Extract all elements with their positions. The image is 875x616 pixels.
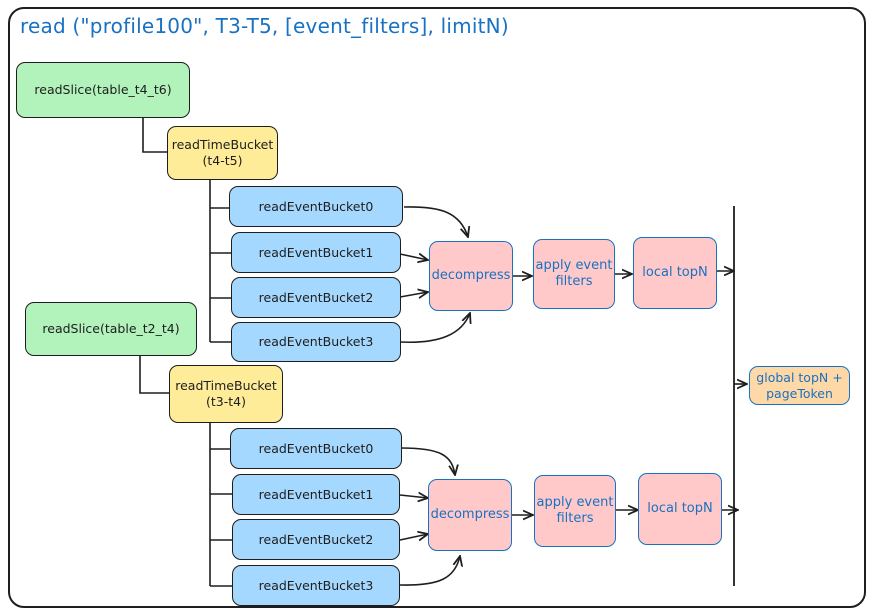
read-event-bucket3-bottom-node: readEventBucket3 bbox=[232, 565, 400, 606]
arrow-eb-b2-to-decompress bbox=[399, 534, 428, 540]
read-event-bucket2-bottom-node: readEventBucket2 bbox=[232, 519, 400, 560]
arrow-eb-a3-to-decompress bbox=[399, 313, 470, 344]
arrow-eb-a1-to-decompress bbox=[399, 254, 428, 260]
local-topn-top-node: local topN bbox=[633, 237, 717, 309]
read-event-bucket1-top-node: readEventBucket1 bbox=[231, 232, 401, 273]
arrow-eb-b0-to-decompress bbox=[400, 447, 455, 475]
apply-event-filters-bottom-node: apply event filters bbox=[534, 475, 616, 547]
read-event-bucket1-bottom-node: readEventBucket1 bbox=[232, 474, 400, 515]
outer-frame bbox=[8, 7, 866, 608]
connector-slice-a-to-timebucket-a bbox=[142, 118, 168, 153]
read-event-bucket2-top-node: readEventBucket2 bbox=[231, 277, 401, 318]
decompress-top-node: decompress bbox=[429, 241, 513, 311]
read-event-bucket3-top-node: readEventBucket3 bbox=[231, 322, 401, 362]
read-event-bucket0-top-node: readEventBucket0 bbox=[229, 186, 403, 227]
arrow-eb-a0-to-decompress bbox=[403, 206, 468, 237]
global-topn-pagetoken-node: global topN + pageToken bbox=[749, 366, 850, 405]
arrow-eb-b3-to-decompress bbox=[399, 556, 460, 586]
read-slice-t4-t6-node: readSlice(table_t4_t6) bbox=[16, 62, 190, 118]
read-event-bucket0-bottom-node: readEventBucket0 bbox=[230, 428, 402, 469]
local-topn-bottom-node: local topN bbox=[638, 473, 722, 545]
arrow-eb-a2-to-decompress bbox=[399, 292, 428, 297]
apply-event-filters-top-node: apply event filters bbox=[533, 239, 615, 309]
read-time-bucket-t3-t4-node: readTimeBucket (t3-t4) bbox=[169, 365, 283, 423]
arrow-eb-b1-to-decompress bbox=[399, 495, 428, 498]
decompress-bottom-node: decompress bbox=[428, 479, 512, 551]
read-slice-t2-t4-node: readSlice(table_t2_t4) bbox=[25, 302, 197, 356]
diagram-title: read ("profile100", T3-T5, [event_filter… bbox=[20, 14, 509, 38]
connector-slice-b-to-timebucket-b bbox=[139, 356, 170, 394]
read-time-bucket-t4-t5-node: readTimeBucket (t4-t5) bbox=[167, 126, 278, 180]
